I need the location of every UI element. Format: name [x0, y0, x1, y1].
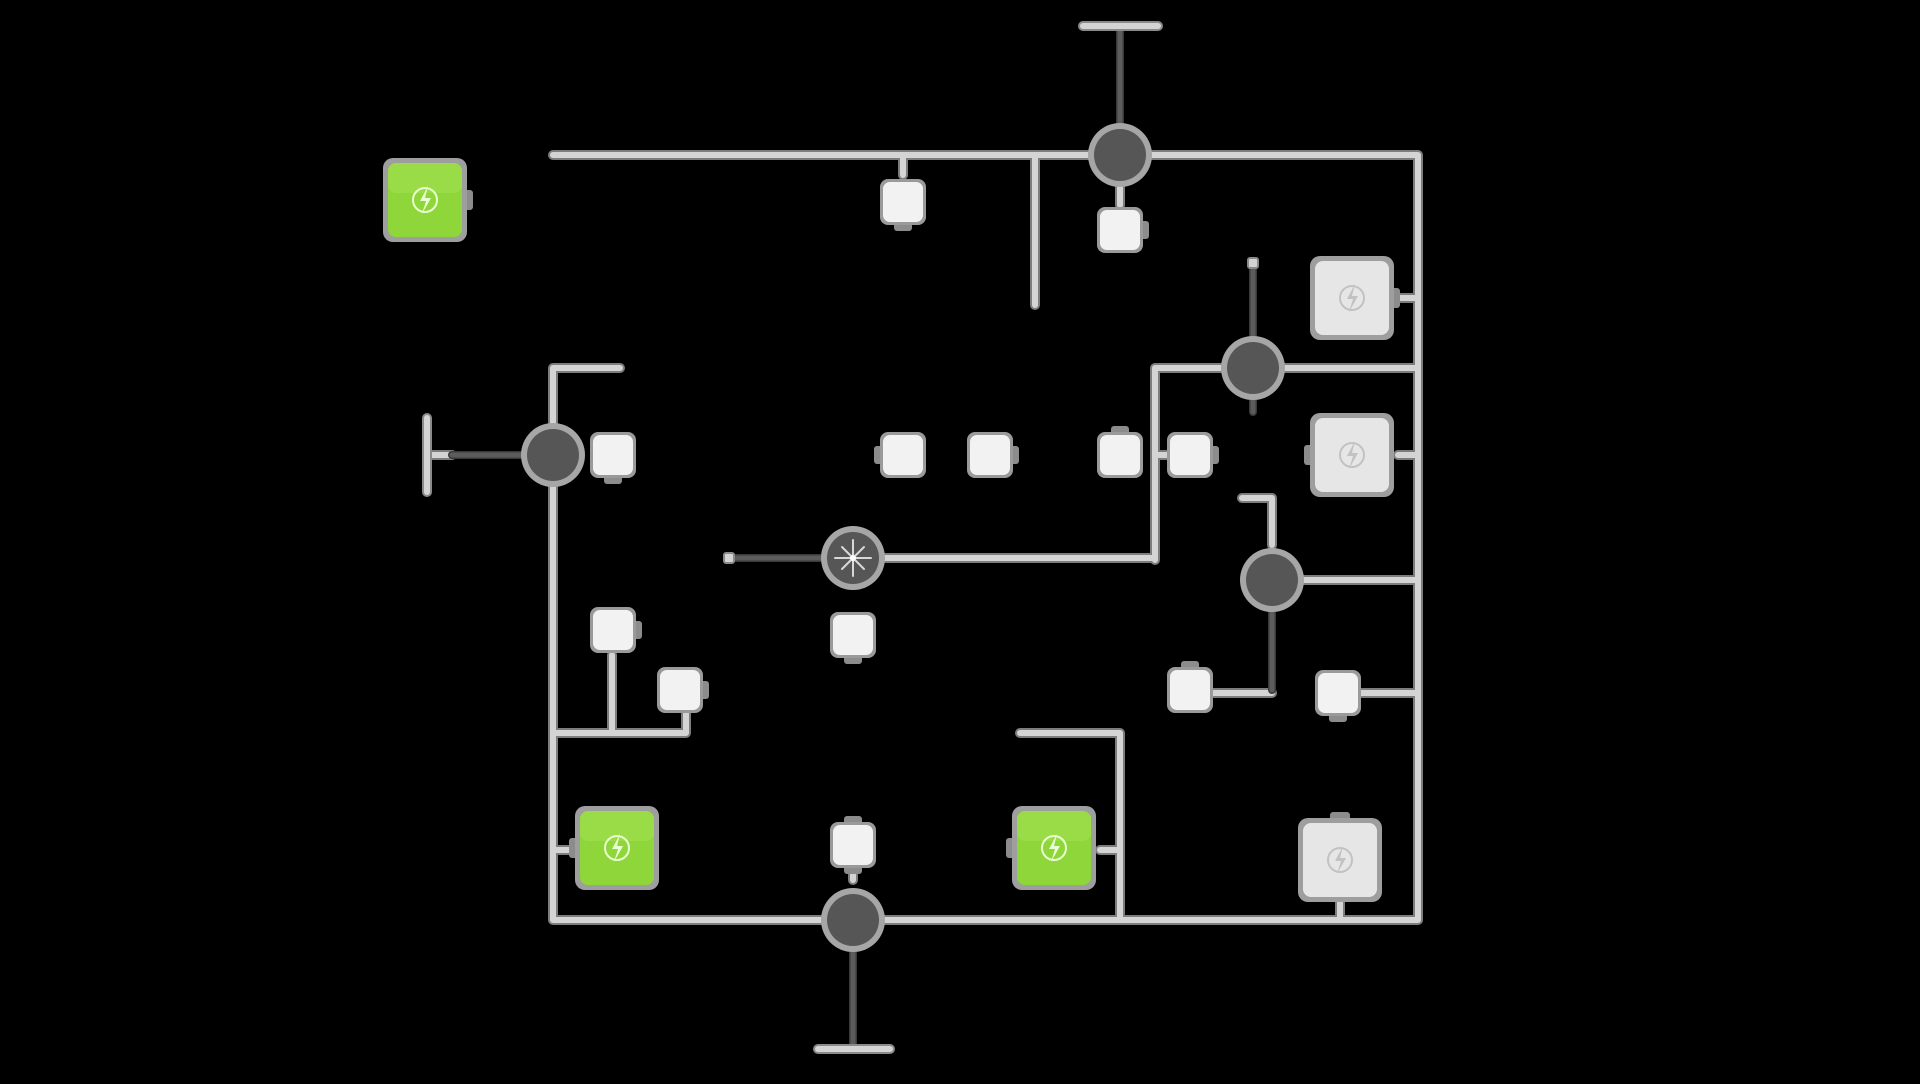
lightning-circle-icon: [1339, 441, 1365, 469]
lightning-circle-icon: [604, 834, 630, 862]
connector-block[interactable]: [1097, 207, 1149, 253]
power-source-lit[interactable]: [383, 158, 473, 242]
node-left[interactable]: [521, 423, 585, 487]
lightning-circle-icon: [412, 186, 438, 214]
node-right-lower[interactable]: [1240, 548, 1304, 612]
power-sources: [383, 158, 1400, 902]
connector-block[interactable]: [590, 607, 642, 653]
power-source-unlit[interactable]: [1304, 413, 1394, 497]
connector-block[interactable]: [590, 432, 636, 484]
connector-block[interactable]: [830, 612, 876, 664]
connector-block[interactable]: [1167, 661, 1213, 713]
connector-block[interactable]: [657, 667, 709, 713]
pipe-network: [425, 150, 1423, 925]
lightning-circle-icon: [1041, 834, 1067, 862]
connector-block[interactable]: [874, 432, 926, 478]
hub-node[interactable]: [821, 526, 885, 590]
lightning-circle-icon: [1327, 846, 1353, 874]
connector-blocks: [590, 179, 1361, 874]
node-bottom[interactable]: [821, 888, 885, 952]
connector-block[interactable]: [967, 432, 1019, 478]
connector-block[interactable]: [1315, 670, 1361, 722]
power-source-lit[interactable]: [569, 806, 659, 890]
terminal-caps: [422, 21, 1259, 1054]
power-source-unlit[interactable]: [1310, 256, 1400, 340]
connector-block[interactable]: [1167, 432, 1219, 478]
power-source-lit[interactable]: [1006, 806, 1096, 890]
power-source-unlit[interactable]: [1298, 812, 1382, 902]
connector-block[interactable]: [880, 179, 926, 231]
connector-block[interactable]: [830, 816, 876, 874]
node-right-upper[interactable]: [1221, 336, 1285, 400]
connector-block[interactable]: [1097, 426, 1143, 478]
junction-nodes: [521, 123, 1304, 952]
node-top[interactable]: [1088, 123, 1152, 187]
lightning-circle-icon: [1339, 284, 1365, 312]
